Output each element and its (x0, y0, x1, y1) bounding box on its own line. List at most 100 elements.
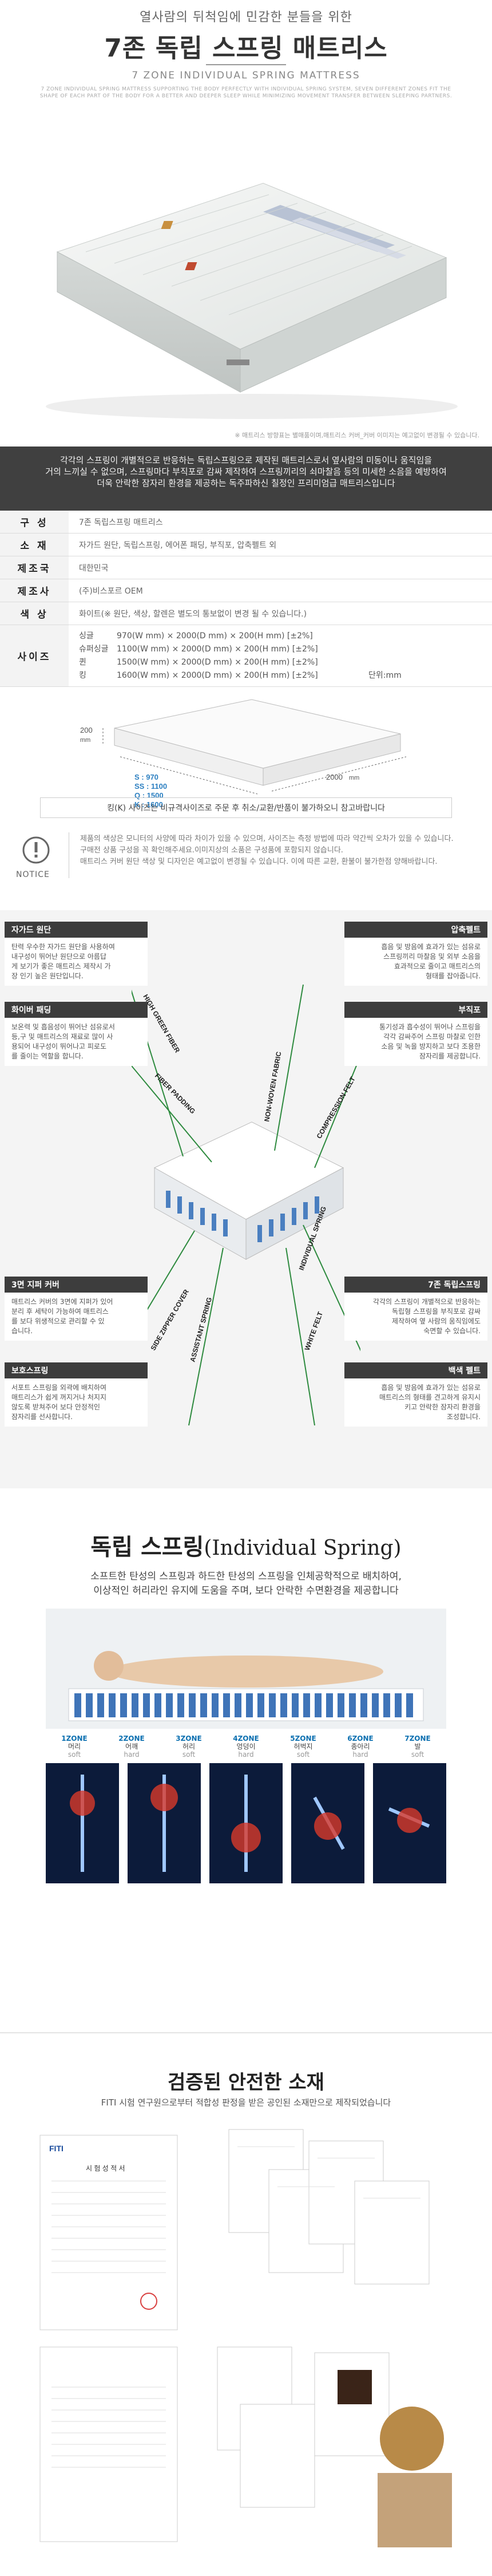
zone-item: 6ZONE 종아리 hard (332, 1735, 389, 1759)
notice-text: 제품의 색상은 모니터의 사양에 따라 차이가 있을 수 있으며, 사이즈는 측… (80, 835, 454, 866)
size-unit: 단위:mm (368, 671, 402, 680)
hero-tagline: 열사람의 뒤척임에 민감한 분들을 위한 (140, 10, 352, 25)
size-name: 퀸 (79, 658, 86, 667)
feature-title: 화이버 패딩 (5, 1002, 148, 1018)
zone-item: 3ZONE 허리 soft (160, 1735, 217, 1759)
spec-value: 자가드 원단, 독립스프링, 에어폰 패딩, 부직포, 압축펠트 외 (79, 540, 277, 550)
spec-row-material: 소 재 자가드 원단, 독립스프링, 에어폰 패딩, 부직포, 압축펠트 외 (0, 534, 492, 556)
zone-part: 발 (414, 1743, 421, 1751)
zone-item: 5ZONE 허벅지 soft (275, 1735, 332, 1759)
feature-non-woven: 부직포 통기성과 흡수성이 뛰어나 스프링을 각각 감싸주어 스프링 마찰로 인… (344, 1002, 487, 1066)
spec-row-composition: 구 성 7존 독립스프링 매트리스 (0, 511, 492, 534)
certificate-title: 시 험 성 적 서 (86, 2164, 125, 2172)
zone-feel: hard (124, 1751, 140, 1759)
feature-body: 탄력 우수한 자가드 원단을 사용하여 내구성이 뛰어난 원단으로 아름답 게 … (5, 938, 148, 986)
king-size-notice: 킹(K) 사이즈는 비규격사이즈로 주문 후 취소/교환/반품이 불가하오니 참… (40, 797, 452, 818)
spring-title-en: (Individual Spring) (204, 1536, 402, 1560)
spec-label: 구 성 (0, 511, 69, 533)
zone-part: 엉덩이 (236, 1743, 256, 1751)
feature-body: 통기성과 흡수성이 뛰어나 스프링을 각각 감싸주어 스프링 마찰로 인한 소음… (344, 1018, 487, 1066)
label-non-woven: NON-WOVEN FABRIC (263, 1051, 283, 1123)
feature-body: 흡음 및 방음에 효과가 있는 섬유로 매트리스의 형태를 견고하게 유지시 키… (344, 1378, 487, 1427)
hero-description: 7 ZONE INDIVIDUAL SPRING MATTRESS SUPPOR… (39, 86, 453, 99)
intro-band: 각각의 스프링이 개별적으로 반응하는 독립스프링으로 제작된 매트리스로서 옆… (0, 447, 492, 511)
spring-text: 소프트한 탄성의 스프링과 하드한 탄성의 스프링을 인체공학적으로 배치하여,… (90, 1571, 402, 1597)
size-item: 싱글 970(W mm) × 2000(D mm) × 200(H mm) [±… (79, 630, 402, 643)
feature-title: 압축펠트 (344, 922, 487, 938)
zone-item: 2ZONE 어깨 hard (103, 1735, 160, 1759)
features-diagram: HIGH GREEN FIBER FIBER PADDING NON-WOVEN… (0, 910, 492, 1488)
zone-number: 4ZONE (233, 1735, 259, 1743)
zone-number: 3ZONE (176, 1735, 202, 1743)
feature-body: 보온력 및 흡음성이 뛰어난 섬유로서 등,구 및 매트리스의 재료로 많이 사… (5, 1018, 148, 1066)
zone-number: 6ZONE (347, 1735, 374, 1743)
zone-feel: soft (296, 1751, 310, 1759)
drawing-width-s: S : 970 (134, 773, 158, 781)
zone-number: 7ZONE (404, 1735, 431, 1743)
hero-divider (206, 64, 286, 65)
spec-label: 색 상 (0, 602, 69, 625)
zone-part: 머리 (68, 1743, 81, 1751)
size-item: 킹 1600(W mm) × 2000(D mm) × 200(H mm) [±… (79, 669, 402, 682)
feature-body: 흡음 및 방음에 효과가 있는 섬유로 스프링끼리 마찰음 및 외부 소음을 효… (344, 938, 487, 986)
size-dimension: 1600(W mm) × 2000(D mm) × 200(H mm) [±2%… (117, 671, 318, 680)
zone-number: 1ZONE (61, 1735, 88, 1743)
size-dimension: 970(W mm) × 2000(D mm) × 200(H mm) [±2%] (117, 631, 313, 641)
safety-text: FITI 시험 연구원으로부터 적합성 판정을 받은 공인된 소재만으로 제작되… (101, 2097, 391, 2108)
size-list: 싱글 970(W mm) × 2000(D mm) × 200(H mm) [±… (79, 630, 402, 682)
zone-legend: 1ZONE 머리 soft 2ZONE 어깨 hard 3ZONE 허리 sof… (46, 1735, 446, 1759)
hero-caption: ※ 매트리스 방향표는 별매품이며,매트리스 커버_커버 이미지는 예고없이 변… (235, 432, 479, 439)
label-assistant-spring: ASSISTANT SPRING (188, 1297, 213, 1363)
zone-item: 4ZONE 엉덩이 hard (217, 1735, 275, 1759)
feature-title: 부직포 (344, 1002, 487, 1018)
feature-white-felt: 백색 펠트 흡음 및 방음에 효과가 있는 섬유로 매트리스의 형태를 견고하게… (344, 1362, 487, 1427)
drawing-height: 200 (80, 726, 93, 734)
spec-label: 제조사 (0, 579, 69, 602)
zone-item: 7ZONE 발 soft (389, 1735, 446, 1759)
zone-number: 5ZONE (290, 1735, 316, 1743)
feature-body: 서포트 스프링을 외곽에 배치하여 매트리스가 쉽게 꺼지거나 처지지 않도록 … (5, 1378, 148, 1427)
drawing-unit-height: mm (80, 737, 90, 744)
zone-part: 허벅지 (293, 1743, 313, 1751)
zone-part: 어깨 (125, 1743, 138, 1751)
hero-title: 7존 독립 스프링 매트리스 (104, 34, 388, 63)
drawing-length: 2000 (326, 773, 343, 781)
size-item: 슈퍼싱글 1100(W mm) × 2000(D mm) × 200(H mm)… (79, 643, 402, 656)
size-dimension: 1100(W mm) × 2000(D mm) × 200(H mm) [±2%… (117, 645, 318, 654)
feature-7zone-spring: 7존 독립스프링 각각의 스프링이 개별적으로 반응하는 독립형 스프링을 부직… (344, 1277, 487, 1341)
spec-label: 제조국 (0, 556, 69, 579)
feature-zipper-cover: 3면 지퍼 커버 매트리스 커버의 3면에 지퍼가 있어 분리 후 세탁이 가능… (5, 1277, 148, 1341)
size-dimension: 1500(W mm) × 2000(D mm) × 200(H mm) [±2%… (117, 658, 318, 667)
feature-title: 백색 펠트 (344, 1362, 487, 1378)
hero-section: 열사람의 뒤척임에 민감한 분들을 위한 7존 독립 스프링 매트리스 7 ZO… (0, 0, 492, 447)
zone-item: 1ZONE 머리 soft (46, 1735, 103, 1759)
notice-label: NOTICE (16, 870, 50, 879)
intro-text: 각각의 스프링이 개별적으로 반응하는 독립스프링으로 제작된 매트리스로서 옆… (45, 455, 447, 488)
warning-icon (22, 836, 50, 864)
feature-jacquard: 자가드 원단 탄력 우수한 자가드 원단을 사용하여 내구성이 뛰어난 원단으로… (5, 922, 148, 986)
feature-title: 3면 지퍼 커버 (5, 1277, 148, 1293)
feature-title: 7존 독립스프링 (344, 1277, 487, 1293)
spring-photo (46, 1609, 446, 1729)
drawing-width-ss: SS : 1100 (134, 782, 167, 791)
zone-part: 허리 (182, 1743, 196, 1751)
drawing-width-k: K : 1600 (134, 800, 163, 809)
section-divider (0, 2032, 492, 2033)
safety-section: 검증된 안전한 소재 FITI 시험 연구원으로부터 적합성 판정을 받은 공인… (0, 2032, 492, 2576)
label-compression-felt: COMPRESSION FELT (315, 1075, 357, 1140)
size-item: 퀸 1500(W mm) × 2000(D mm) × 200(H mm) [±… (79, 656, 402, 669)
xray-images (46, 1763, 446, 1883)
feature-body: 매트리스 커버의 3면에 지퍼가 있어 분리 후 세탁이 가능하여 매트리스 를… (5, 1293, 148, 1341)
feature-compression-felt: 압축펠트 흡음 및 방음에 효과가 있는 섬유로 스프링끼리 마찰음 및 외부 … (344, 922, 487, 986)
zone-number: 2ZONE (118, 1735, 145, 1743)
spring-section: 독립 스프링(Individual Spring) 소프트한 탄성의 스프링과 … (0, 1517, 492, 2032)
feature-body: 각각의 스프링이 개별적으로 반응하는 독립형 스프링을 부직포로 감싸 제작하… (344, 1293, 487, 1341)
spring-title-ko: 독립 스프링 (90, 1534, 204, 1560)
zone-feel: soft (182, 1751, 196, 1759)
feature-support-spring: 보호스프링 서포트 스프링을 외곽에 배치하여 매트리스가 쉽게 꺼지거나 처지… (5, 1362, 148, 1427)
spec-row-color: 색 상 화이트(※ 원단, 색상, 할렌은 별도의 통보없이 변경 될 수 있습… (0, 602, 492, 625)
mattress-image (46, 183, 458, 419)
spec-value: 대한민국 (79, 563, 109, 573)
spec-value: (주)비스포르 OEM (79, 586, 143, 596)
